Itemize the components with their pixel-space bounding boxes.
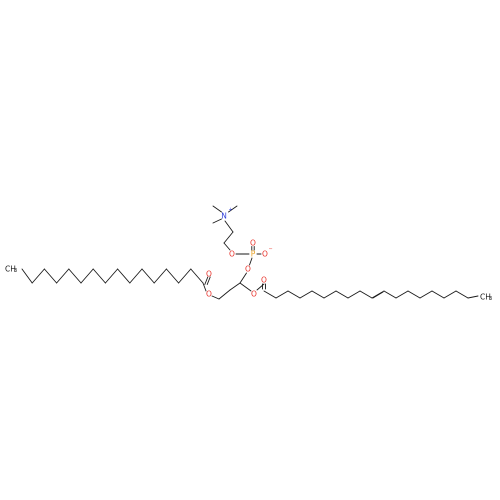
oleoyl-chain-bond: [275, 290, 289, 299]
oleoyl-chain-bond: [431, 290, 445, 299]
n-methyl-bond: [228, 205, 238, 213]
oleoyl-chain-bond: [395, 290, 409, 299]
bond-lines: [21, 205, 479, 300]
oleoyl-chain-bond: [407, 290, 421, 299]
palmitoyl-chain-bond: [92, 268, 106, 284]
palmitoyl-chain-bond: [190, 268, 204, 284]
nitrogen-label: N: [221, 212, 227, 221]
palmitoyl-chain-bond: [178, 268, 192, 284]
oleoyl-chain-bond: [335, 290, 349, 299]
palmitoyl-chain-bond: [56, 268, 70, 284]
sn2-ester-oxygen-label: O: [251, 290, 257, 299]
glycerol-sn1-bond: [211, 295, 220, 300]
phosphoryl-oxygen-label: O: [250, 239, 256, 248]
sn2-ester-bond: [256, 283, 265, 291]
n-methyl-bond: [212, 218, 222, 224]
methyl-terminal-right: CH 3: [480, 293, 492, 303]
sn1-carbonyl-double-bond: [204, 276, 209, 285]
choline-ester-oxygen-label: O: [229, 250, 235, 259]
anion-oxygen-charge: −: [269, 247, 273, 253]
oleoyl-chain-bond: [347, 290, 361, 299]
nitrogen-charge: +: [229, 207, 233, 213]
oleoyl-chain-bond: [419, 290, 433, 299]
oleoyl-chain-bond: [299, 290, 313, 299]
glycerol-sn1-bond: [218, 289, 231, 300]
sn1-ester-bond: [202, 282, 207, 292]
n-methyl-bond: [212, 205, 222, 213]
oleoyl-chain-bond: [287, 290, 301, 299]
oleoyl-chain-bond: [359, 290, 373, 299]
palmitoyl-chain-bond: [141, 268, 155, 284]
palmitoyl-chain-bond: [21, 268, 33, 284]
methyl-terminal-left: CH 3: [5, 265, 17, 275]
glycerol-bond: [229, 282, 241, 291]
sn2-carbonyl-oxygen-label: O: [261, 276, 267, 285]
oleoyl-chain-bond: [311, 290, 325, 299]
oleoyl-double-bond: [372, 291, 384, 299]
oleoyl-chain-bond: [467, 295, 479, 299]
atom-n: N +: [221, 207, 233, 221]
palmitoyl-chain-bond: [153, 268, 167, 284]
palmitoyl-chain-bond: [104, 268, 119, 284]
palmitoyl-chain-bond: [80, 268, 94, 284]
oleoyl-chain-bond: [323, 290, 337, 299]
oleoyl-chain-bond: [383, 290, 397, 299]
sn1-carbonyl-double-bond: [206, 276, 211, 285]
palmitoyl-chain-bond: [68, 268, 82, 284]
choline-chain-bond: [223, 242, 231, 251]
anion-oxygen-label: O: [262, 250, 268, 259]
glycerol-sn2-bond: [239, 282, 252, 292]
p-o-glycerol-bond: [249, 257, 253, 266]
palmitoyl-chain-bond: [31, 268, 45, 284]
glycerol-bond: [239, 272, 247, 284]
methyl-left-subscript: 3: [14, 268, 17, 274]
oleoyl-chain-bond: [443, 290, 457, 299]
oleoyl-chain-bond: [263, 290, 277, 299]
oleoyl-chain-bond: [455, 290, 469, 299]
methyl-right-label: CH: [480, 293, 491, 302]
palmitoyl-chain-bond: [129, 268, 143, 284]
palmitoyl-chain-bond: [165, 268, 180, 284]
sn1-ester-oxygen-label: O: [206, 290, 212, 299]
anion-oxygen: O −: [262, 247, 273, 259]
palmitoyl-chain-bond: [117, 268, 131, 284]
methyl-right-subscript: 3: [489, 296, 492, 302]
glycerol-phosphate-oxygen-label: O: [245, 265, 251, 274]
sn1-carbonyl-oxygen-label: O: [206, 270, 212, 279]
choline-chain-bond: [223, 231, 234, 244]
choline-chain-bond: [224, 220, 234, 233]
methyl-left-label: CH: [5, 265, 16, 274]
phosphorus-label: P: [251, 250, 256, 259]
palmitoyl-chain-bond: [43, 268, 58, 284]
